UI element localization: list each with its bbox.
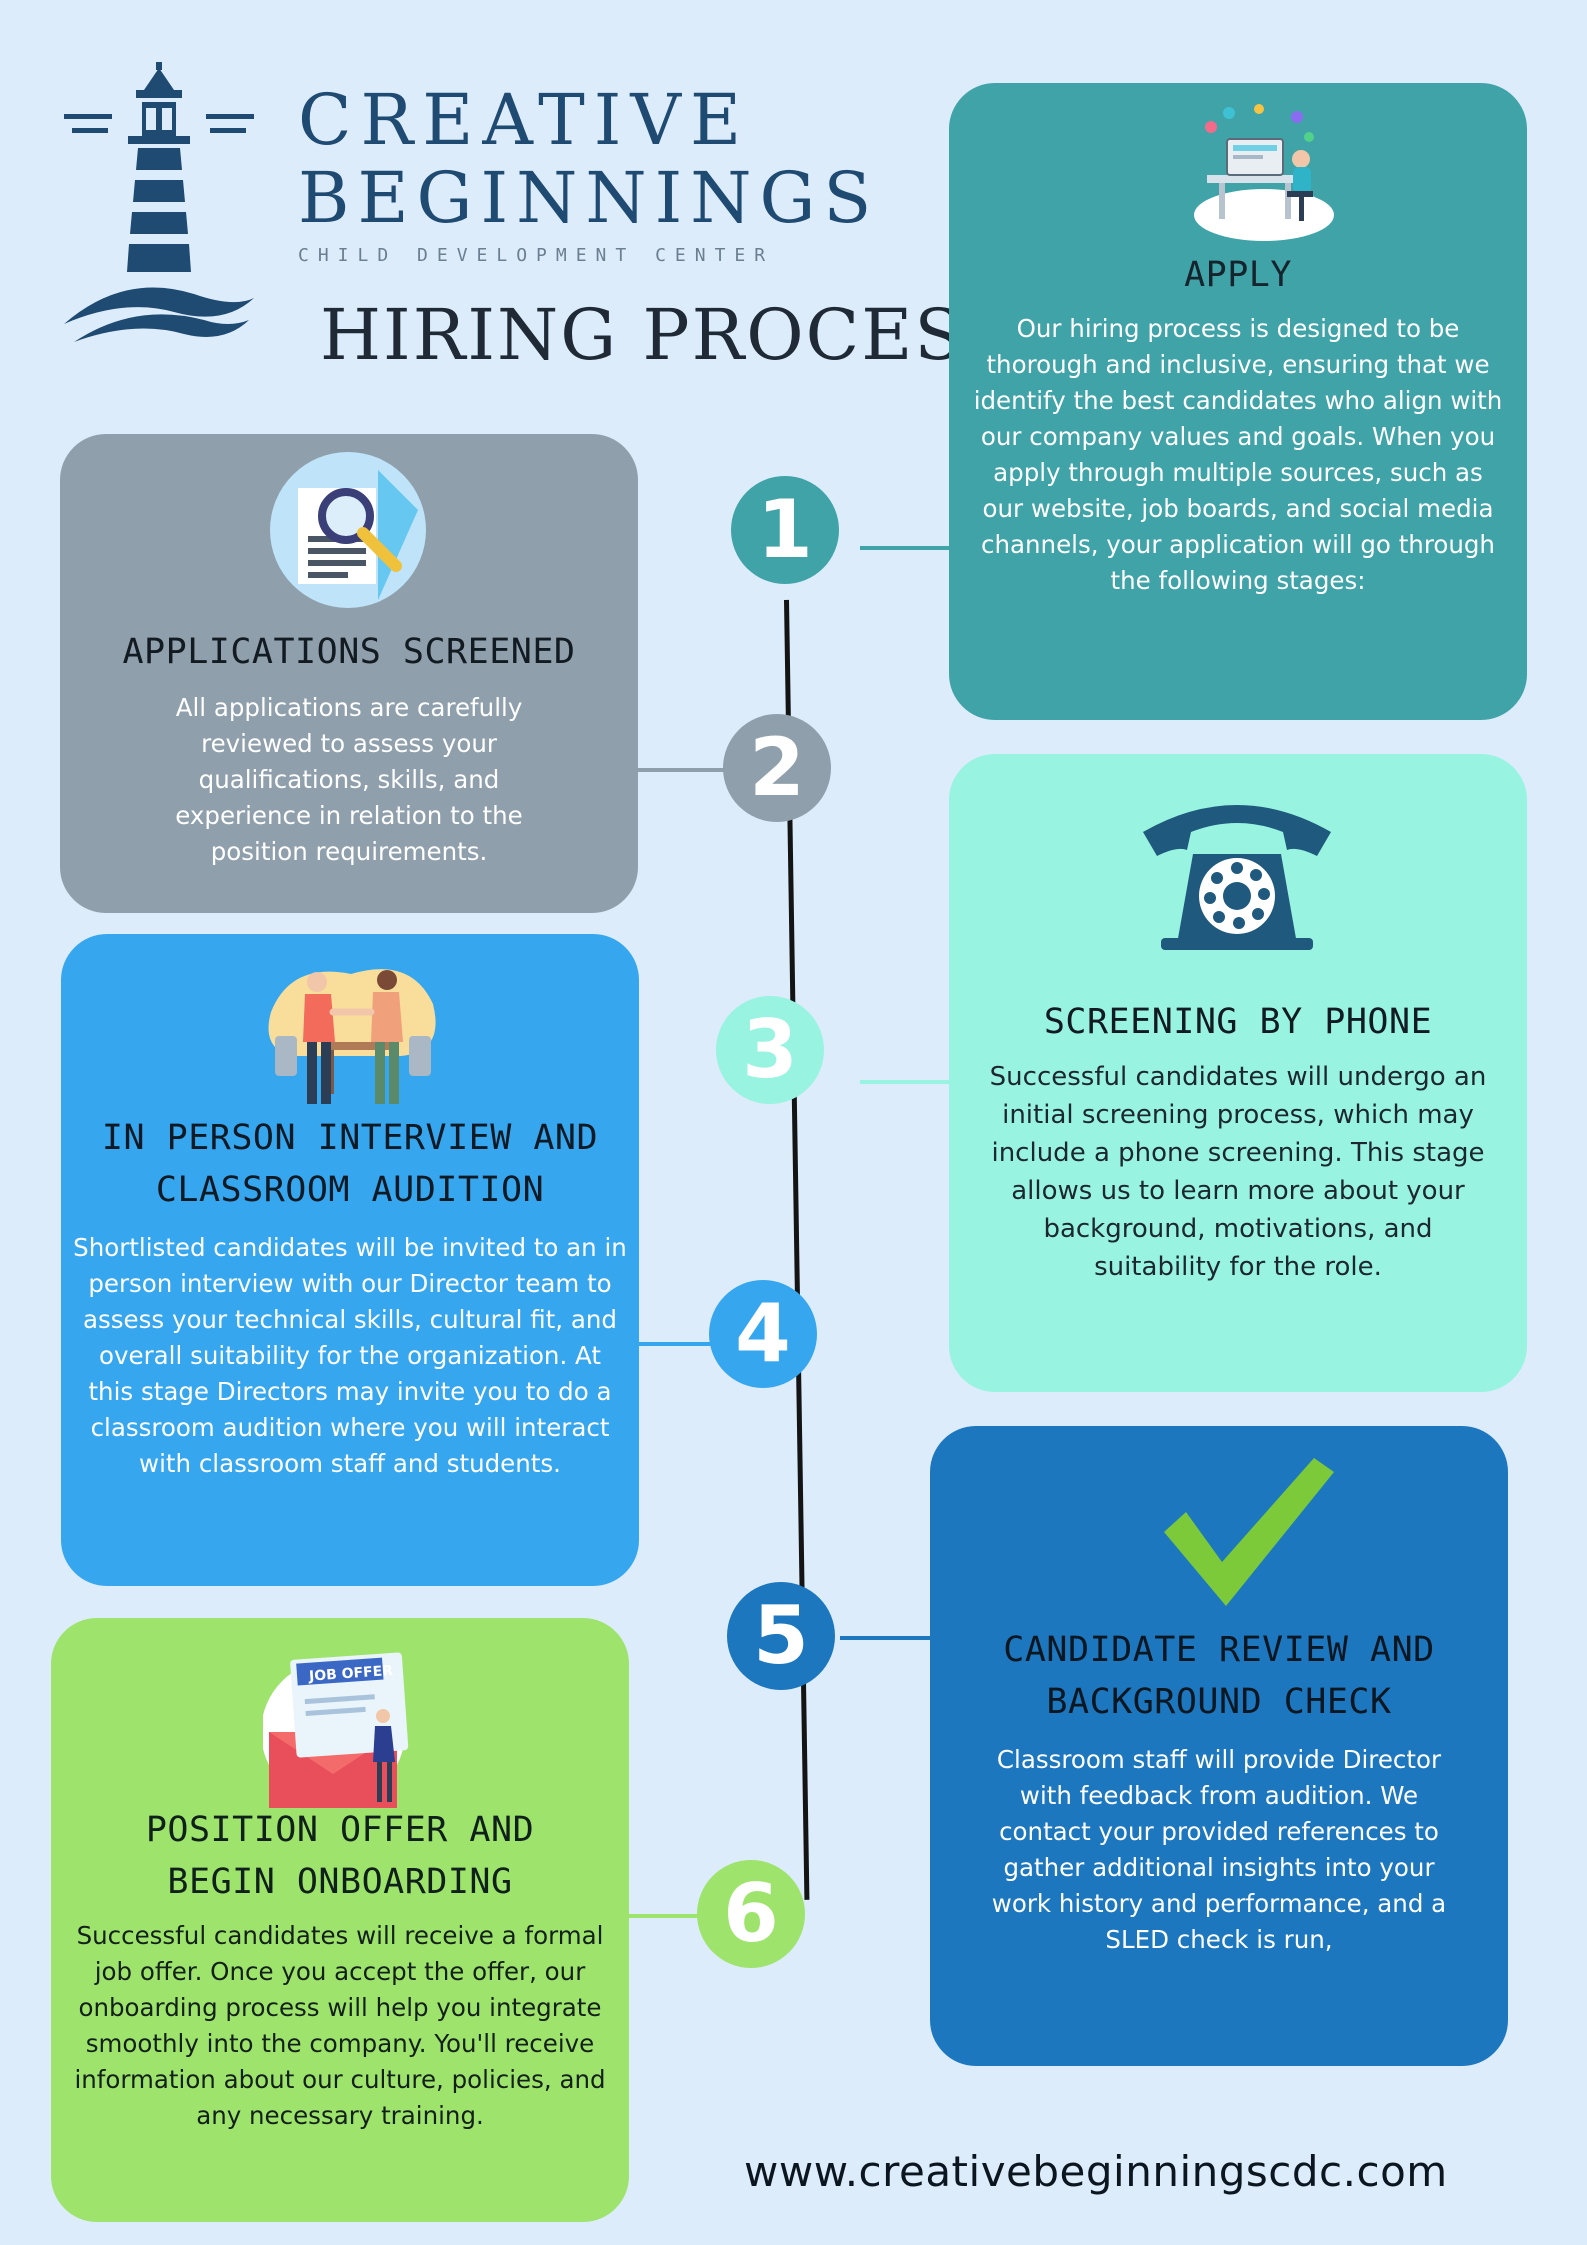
step-1-body: Our hiring process is designed to be tho… <box>973 314 1503 595</box>
connector-step-5 <box>840 1636 935 1640</box>
connector-step-4 <box>638 1342 718 1346</box>
connector-step-6 <box>626 1914 706 1918</box>
step-3-title: SCREENING BY PHONE <box>1043 1002 1433 1042</box>
computer-desk-icon <box>1194 104 1334 241</box>
step-5-body: Classroom staff will provide Director wi… <box>991 1745 1447 1954</box>
step-3-body: Successful candidates will undergo an in… <box>989 1062 1487 1282</box>
step-5-number: 5 <box>727 1582 835 1690</box>
website-link[interactable]: www.creativebeginningscdc.com <box>744 2147 1448 2196</box>
step-6-body: Successful candidates will receive a for… <box>74 1921 606 2130</box>
lighthouse-logo-icon <box>64 62 254 342</box>
step-5-title-line1: CANDIDATE REVIEW AND <box>1003 1630 1435 1670</box>
step-5-card: CANDIDATE REVIEW AND BACKGROUND CHECK Cl… <box>930 1426 1508 2066</box>
job-offer-envelope-icon: JOB OFFER <box>263 1652 409 1808</box>
step-4-number: 4 <box>709 1280 817 1388</box>
step-5-title-line2: BACKGROUND CHECK <box>1046 1682 1392 1722</box>
rotary-phone-icon <box>1143 805 1331 950</box>
document-search-icon <box>270 452 426 608</box>
brand-subtitle: CHILD DEVELOPMENT CENTER <box>298 245 775 266</box>
step-2-body: All applications are carefully reviewed … <box>175 693 523 866</box>
step-4-title-line1: IN PERSON INTERVIEW AND <box>101 1118 599 1158</box>
step-1-title: APPLY <box>1184 255 1292 295</box>
step-3-card: SCREENING BY PHONE Successful candidates… <box>949 754 1527 1392</box>
checkmark-icon <box>1164 1458 1334 1606</box>
step-1-card: APPLY Our hiring process is designed to … <box>949 83 1527 720</box>
brand-name-line1: CREATIVE <box>298 79 751 161</box>
step-1-number: 1 <box>731 476 839 584</box>
step-2-title: APPLICATIONS SCREENED <box>122 632 576 672</box>
connector-step-2 <box>635 768 730 772</box>
connector-step-3 <box>860 1080 950 1084</box>
page-title: HIRING PROCESS <box>320 294 1013 376</box>
handshake-interview-icon <box>268 969 436 1104</box>
step-6-number: 6 <box>697 1860 805 1968</box>
step-4-title-line2: CLASSROOM AUDITION <box>155 1170 545 1210</box>
step-6-title-line1: POSITION OFFER AND <box>145 1810 535 1850</box>
step-6-title-line2: BEGIN ONBOARDING <box>167 1862 513 1902</box>
step-3-number: 3 <box>716 996 824 1104</box>
job-offer-label: JOB OFFER <box>308 1663 394 1685</box>
step-6-card: JOB OFFER POSITION OFFER AND BEGIN ONBOA… <box>51 1618 629 2222</box>
step-2-number: 2 <box>723 714 831 822</box>
connector-step-1 <box>860 546 950 550</box>
step-2-card: APPLICATIONS SCREENED All applications a… <box>60 434 638 913</box>
brand-name-line2: BEGINNINGS <box>298 157 880 239</box>
step-4-card: IN PERSON INTERVIEW AND CLASSROOM AUDITI… <box>61 934 639 1586</box>
step-4-body: Shortlisted candidates will be invited t… <box>73 1233 627 1478</box>
